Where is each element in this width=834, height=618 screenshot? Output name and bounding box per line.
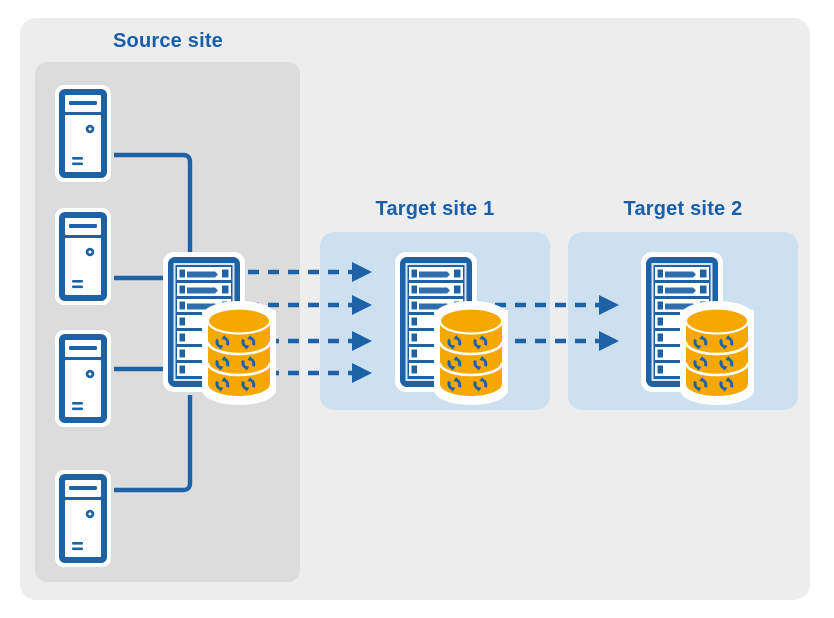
connector-desktop-4 bbox=[114, 395, 193, 493]
target-site-1-title: Target site 1 bbox=[375, 198, 495, 220]
source-site-title: Source site bbox=[112, 30, 224, 52]
target-site-2-title: Target site 2 bbox=[623, 198, 743, 220]
desktop-computer-2 bbox=[55, 208, 111, 305]
connector-desktop-1 bbox=[114, 152, 193, 252]
source-connectors bbox=[114, 152, 193, 493]
desktop-computer-1 bbox=[55, 85, 111, 182]
desktop-computer-4 bbox=[55, 470, 111, 567]
desktop-computer-3 bbox=[55, 330, 111, 427]
